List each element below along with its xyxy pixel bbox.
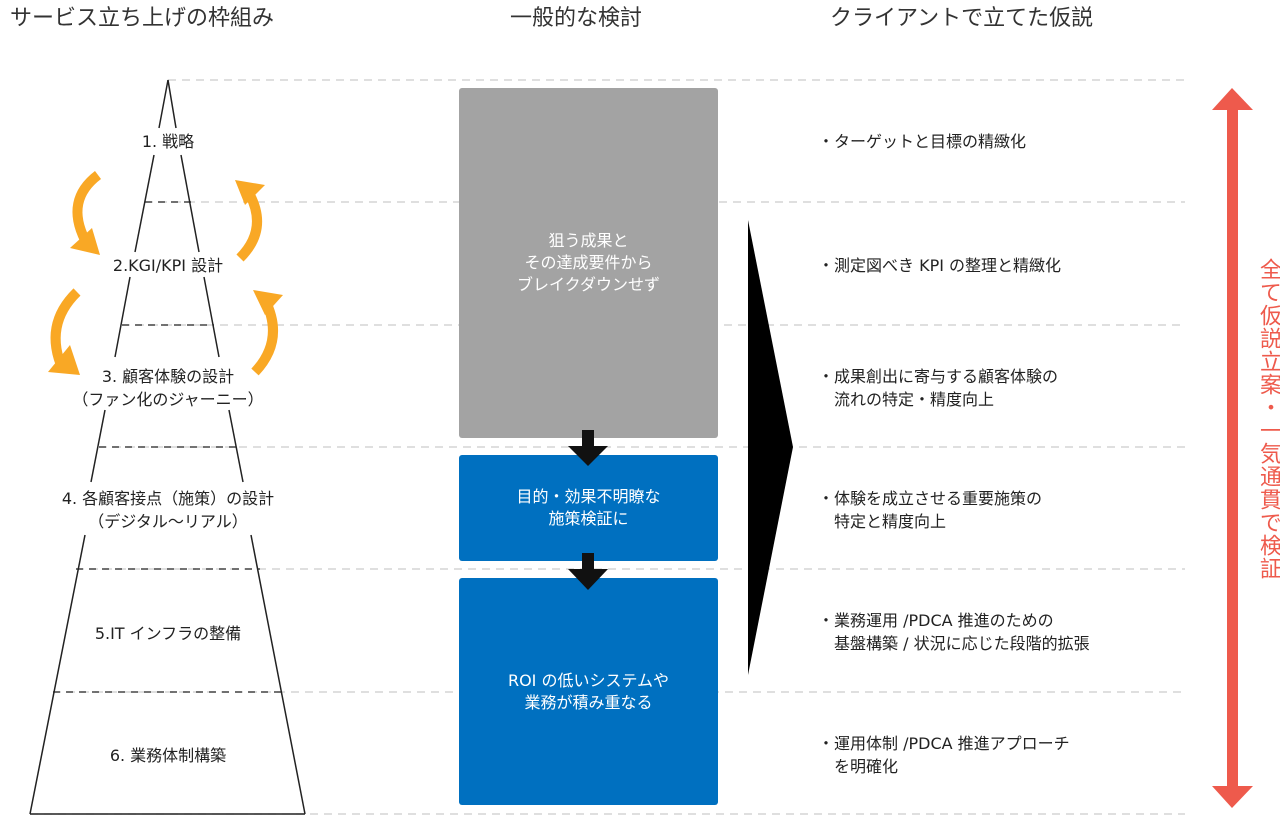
header-framework: サービス立ち上げの枠組み: [10, 6, 275, 31]
pyramid-dividers: [53, 201, 283, 693]
pyramid-level-2: 2.KGI/KPI 設計: [112, 256, 224, 275]
header-client: クライアントで立てた仮説: [830, 6, 1094, 31]
hypothesis-6: ・運用体制 /PDCA 推進アプローチ を明確化: [818, 734, 1070, 776]
hypothesis-3: ・成果創出に寄与する顧客体験の 流れの特定・精度向上: [818, 367, 1059, 409]
general-box-measures: 目的・効果不明瞭な 施策検証に: [516, 487, 661, 528]
side-label: 全て仮説立案・一気通貫で検証: [1256, 258, 1280, 580]
general-box-roi: ROI の低いシステムや 業務が積み重なる: [507, 670, 670, 712]
hypothesis-1: ・ターゲットと目標の精緻化: [818, 132, 1027, 151]
red-double-arrow: [1212, 88, 1253, 808]
down-arrows: [568, 430, 608, 590]
pyramid-level-5: 5.IT インフラの整備: [94, 624, 242, 643]
hypothesis-5: ・業務運用 /PDCA 推進のための 基盤構築 / 状況に応じた段階的拡張: [818, 611, 1090, 653]
pyramid-level-3: 3. 顧客体験の設計 （ファン化のジャーニー）: [72, 367, 264, 409]
pyramid-level-1: 1. 戦略: [141, 132, 195, 151]
header-general: 一般的な検討: [510, 6, 643, 31]
pyramid-level-4: 4. 各顧客接点（施策）の設計 （デジタル〜リアル）: [61, 489, 275, 531]
pyramid-level-6: 6. 業務体制構築: [109, 746, 227, 765]
hypothesis-4: ・体験を成立させる重要施策の 特定と精度向上: [818, 489, 1043, 531]
pyramid-outline: [29, 79, 306, 815]
hypothesis-2: ・測定図べき KPI の整理と精緻化: [818, 256, 1062, 275]
general-box-breakdown: 狙う成果と その達成要件から ブレイクダウンせず: [516, 231, 661, 294]
chevron-arrow: [748, 220, 793, 675]
